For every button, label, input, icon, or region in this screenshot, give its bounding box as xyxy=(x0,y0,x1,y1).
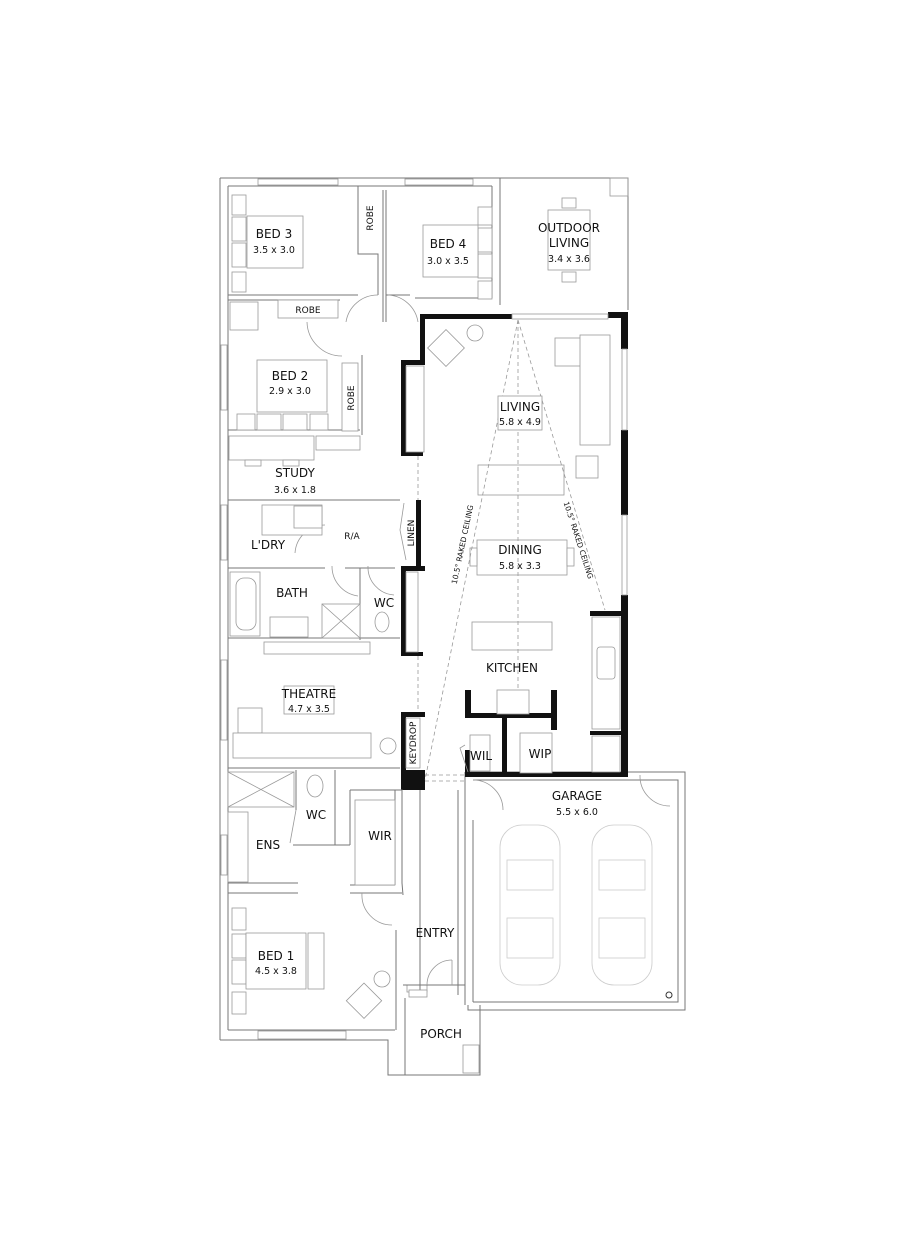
label-wc2: WC xyxy=(306,808,326,822)
furniture xyxy=(227,194,621,1019)
label-theatre: THEATRE xyxy=(281,687,336,701)
size-bed3: 3.5 x 3.0 xyxy=(253,245,295,256)
size-theatre: 4.7 x 3.5 xyxy=(288,704,330,715)
size-garage: 5.5 x 6.0 xyxy=(556,807,598,818)
size-bed2: 2.9 x 3.0 xyxy=(269,386,311,397)
size-outdoor-living: 3.4 x 3.6 xyxy=(548,254,590,265)
label-bed3: BED 3 xyxy=(256,227,293,241)
label-robe-vertical: ROBE xyxy=(366,205,376,231)
label-garage: GARAGE xyxy=(552,789,602,803)
label-kitchen: KITCHEN xyxy=(486,661,538,675)
label-study: STUDY xyxy=(275,466,315,480)
doors xyxy=(289,294,671,986)
size-dining: 5.8 x 3.3 xyxy=(499,561,541,572)
label-laundry: L'DRY xyxy=(251,538,286,552)
windows xyxy=(220,178,628,1040)
label-outdoor-living: OUTDOOR xyxy=(538,221,600,235)
room-labels: BED 3 3.5 x 3.0 BED 4 3.0 x 3.5 OUTDOOR … xyxy=(251,221,602,1041)
label-entry: ENTRY xyxy=(416,926,455,940)
label-wip: WIP xyxy=(529,747,552,761)
label-living: LIVING xyxy=(500,400,540,414)
label-ensuite: ENS xyxy=(256,838,280,852)
label-bed4: BED 4 xyxy=(430,237,467,251)
size-living: 5.8 x 4.9 xyxy=(499,417,541,428)
label-dining: DINING xyxy=(498,543,542,557)
label-wc1: WC xyxy=(374,596,394,610)
exterior-walls xyxy=(219,177,686,1076)
label-raked-ceiling-left: 10.5° RAKED CEILING xyxy=(450,504,476,585)
label-wil: WIL xyxy=(470,749,492,763)
garage-cars xyxy=(499,824,673,999)
label-linen: LINEN xyxy=(407,520,417,547)
thick-walls xyxy=(401,312,628,790)
label-keydrop: KEYDROP xyxy=(409,721,419,764)
size-study: 3.6 x 1.8 xyxy=(274,485,316,496)
label-outdoor-living-2: LIVING xyxy=(549,236,589,250)
label-bed2: BED 2 xyxy=(272,369,309,383)
label-robe-bed2: ROBE xyxy=(347,385,357,411)
label-ra: R/A xyxy=(344,532,360,542)
label-bath: BATH xyxy=(276,586,308,600)
label-wir: WIR xyxy=(368,829,392,843)
label-porch: PORCH xyxy=(420,1027,462,1041)
label-bed1: BED 1 xyxy=(258,949,295,963)
size-bed1: 4.5 x 3.8 xyxy=(255,966,297,977)
size-bed4: 3.0 x 3.5 xyxy=(427,256,469,267)
label-robe-bed3: ROBE xyxy=(295,306,321,316)
